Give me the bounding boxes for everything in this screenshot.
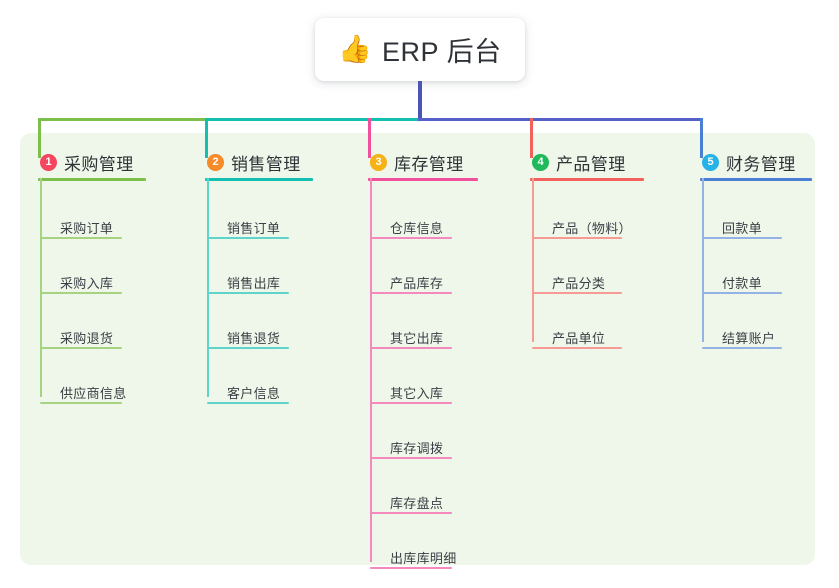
leaf-label: 其它入库 bbox=[390, 386, 444, 401]
leaf-label: 库存调拨 bbox=[390, 441, 444, 456]
branch-title-2: 销售管理 bbox=[231, 155, 301, 174]
branch-header-3[interactable]: 3 库存管理 bbox=[370, 150, 464, 175]
leaf-rule bbox=[370, 567, 452, 569]
drop-line-5 bbox=[700, 118, 703, 158]
trunk-segment-indigo bbox=[418, 118, 703, 121]
leaf-rule bbox=[40, 292, 122, 294]
leaf-rule bbox=[370, 402, 452, 404]
branch-spine-2 bbox=[207, 178, 209, 397]
branch-header-1[interactable]: 1 采购管理 bbox=[40, 150, 134, 175]
root-node[interactable]: 👍 ERP 后台 bbox=[315, 18, 525, 81]
leaf-label: 销售出库 bbox=[227, 276, 281, 291]
leaf-label: 采购入库 bbox=[60, 276, 114, 291]
branch-title-5: 财务管理 bbox=[726, 155, 796, 174]
leaf-rule bbox=[370, 457, 452, 459]
branch-rule-4 bbox=[530, 178, 644, 181]
leaf-label: 回款单 bbox=[722, 221, 762, 236]
leaf-label: 采购订单 bbox=[60, 221, 114, 236]
leaf-label: 付款单 bbox=[722, 276, 762, 291]
branch-badge-2: 2 bbox=[207, 154, 224, 171]
leaf-rule bbox=[40, 402, 122, 404]
branch-spine-4 bbox=[532, 178, 534, 342]
drop-line-4 bbox=[530, 118, 533, 158]
leaf-rule bbox=[207, 402, 289, 404]
branch-rule-1 bbox=[38, 178, 146, 181]
trunk-segment-green bbox=[38, 118, 208, 121]
branch-header-5[interactable]: 5 财务管理 bbox=[702, 150, 796, 175]
root-stem-line bbox=[418, 81, 422, 121]
branch-spine-1 bbox=[40, 178, 42, 397]
branch-header-4[interactable]: 4 产品管理 bbox=[532, 150, 626, 175]
leaf-rule bbox=[370, 237, 452, 239]
branch-title-3: 库存管理 bbox=[394, 155, 464, 174]
leaf-label: 库存盘点 bbox=[390, 496, 444, 511]
leaf-rule bbox=[207, 237, 289, 239]
branch-title-4: 产品管理 bbox=[556, 155, 626, 174]
branch-rule-2 bbox=[205, 178, 313, 181]
leaf-label: 其它出库 bbox=[390, 331, 444, 346]
leaf-label: 出库库明细 bbox=[390, 551, 457, 566]
branch-panel bbox=[20, 133, 815, 565]
root-title: ERP 后台 bbox=[382, 37, 502, 67]
branch-spine-3 bbox=[370, 178, 372, 562]
leaf-rule bbox=[207, 292, 289, 294]
leaf-rule bbox=[702, 237, 782, 239]
leaf-label: 仓库信息 bbox=[390, 221, 444, 236]
leaf-label: 销售订单 bbox=[227, 221, 281, 236]
leaf-rule bbox=[702, 292, 782, 294]
leaf-rule bbox=[532, 347, 622, 349]
branch-badge-3: 3 bbox=[370, 154, 387, 171]
leaf-label: 销售退货 bbox=[227, 331, 281, 346]
branch-title-1: 采购管理 bbox=[64, 155, 134, 174]
leaf-label: 产品单位 bbox=[552, 331, 606, 346]
leaf-label: 产品（物料） bbox=[552, 221, 632, 236]
leaf-label: 产品库存 bbox=[390, 276, 444, 291]
branch-badge-1: 1 bbox=[40, 154, 57, 171]
trunk-segment-teal bbox=[205, 118, 422, 121]
branch-spine-5 bbox=[702, 178, 704, 342]
leaf-label: 产品分类 bbox=[552, 276, 606, 291]
drop-line-2 bbox=[205, 118, 208, 158]
drop-line-1 bbox=[38, 118, 41, 158]
leaf-label: 结算账户 bbox=[722, 331, 776, 346]
leaf-rule bbox=[40, 237, 122, 239]
branch-badge-4: 4 bbox=[532, 154, 549, 171]
leaf-label: 客户信息 bbox=[227, 386, 281, 401]
branch-header-2[interactable]: 2 销售管理 bbox=[207, 150, 301, 175]
leaf-rule bbox=[370, 292, 452, 294]
branch-rule-5 bbox=[700, 178, 812, 181]
leaf-rule bbox=[532, 237, 622, 239]
leaf-rule bbox=[370, 512, 452, 514]
leaf-rule bbox=[532, 292, 622, 294]
thumbs-up-icon: 👍 bbox=[338, 34, 373, 64]
branch-rule-3 bbox=[368, 178, 478, 181]
leaf-rule bbox=[702, 347, 782, 349]
leaf-rule bbox=[40, 347, 122, 349]
drop-line-3 bbox=[368, 118, 371, 158]
leaf-label: 供应商信息 bbox=[60, 386, 127, 401]
leaf-rule bbox=[207, 347, 289, 349]
leaf-rule bbox=[370, 347, 452, 349]
branch-badge-5: 5 bbox=[702, 154, 719, 171]
leaf-label: 采购退货 bbox=[60, 331, 114, 346]
